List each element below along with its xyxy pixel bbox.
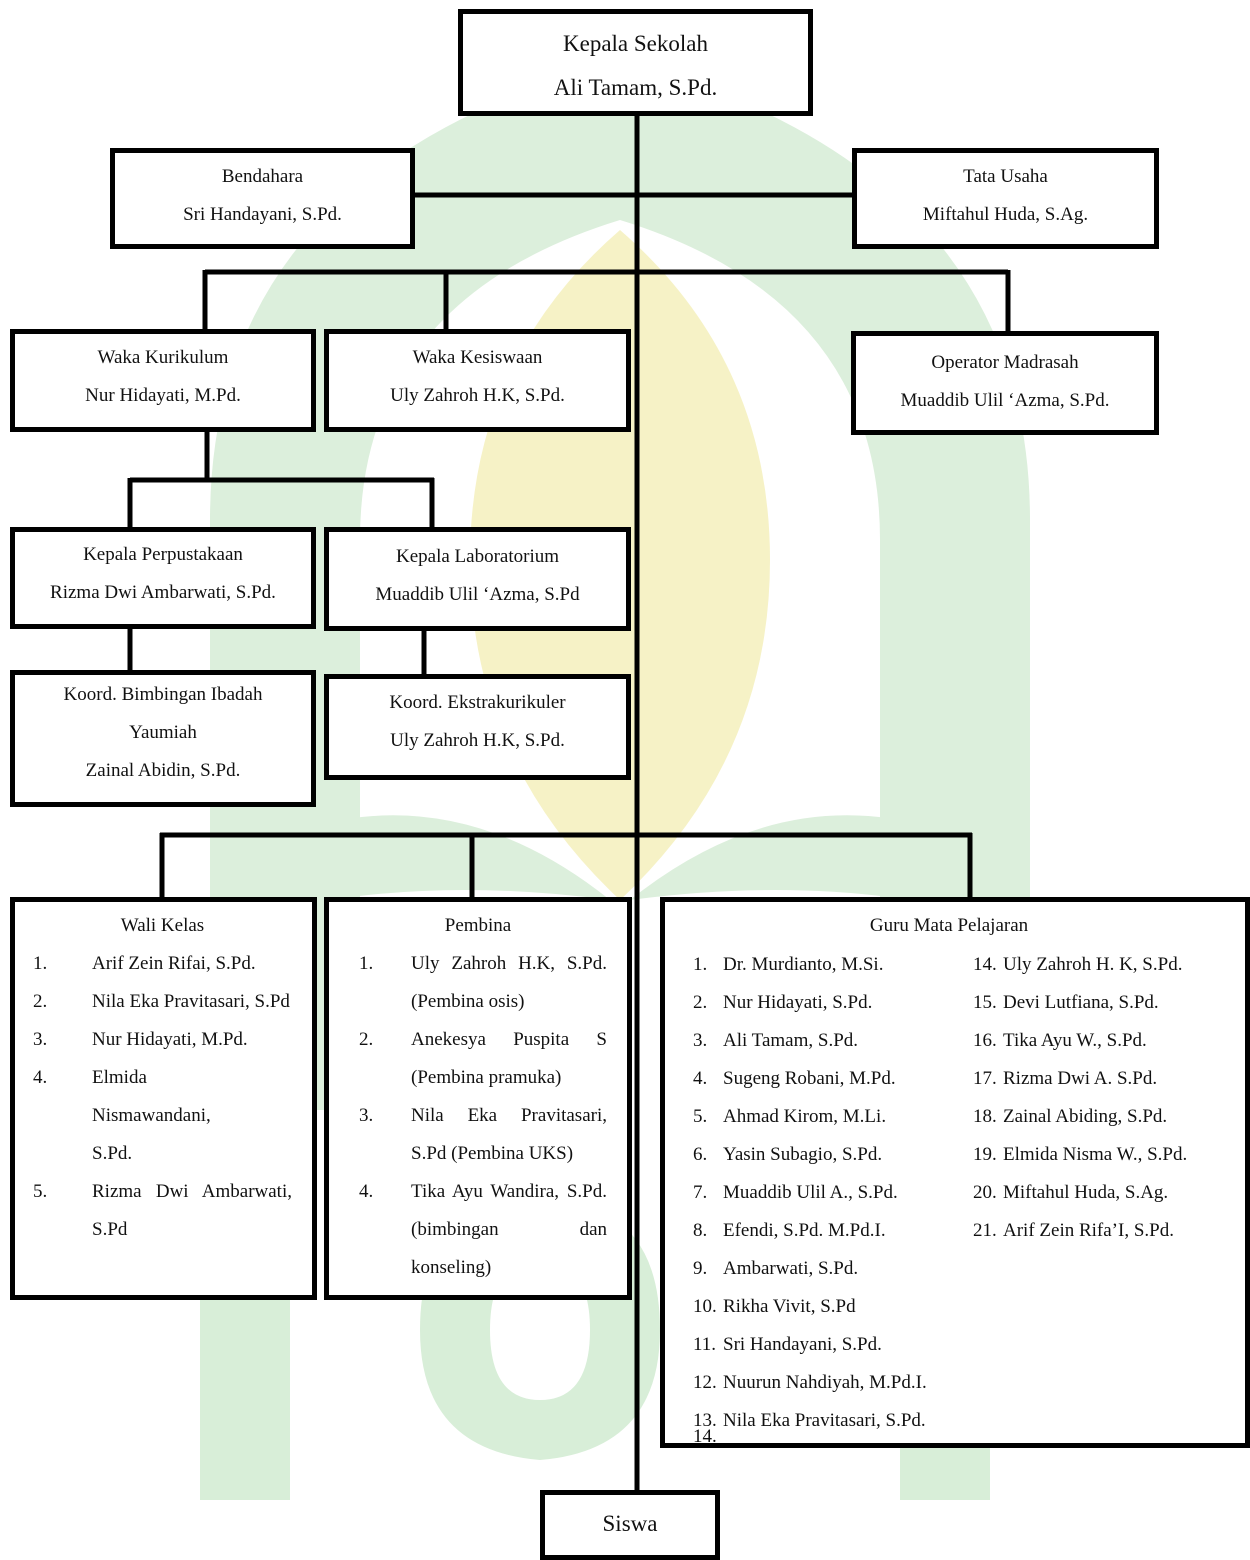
kepala-perpustakaan-box: Kepala Perpustakaan Rizma Dwi Ambarwati,… — [10, 527, 316, 629]
koord-ekstra-box: Koord. Ekstrakurikuler Uly Zahroh H.K, S… — [324, 674, 631, 780]
list-item: 3.Ali Tamam, S.Pd. — [693, 1030, 859, 1051]
waka-kurikulum-box: Waka Kurikulum Nur Hidayati, M.Pd. — [10, 329, 316, 432]
list-item: 2.Nila Eka Pravitasari, S.Pd — [33, 991, 290, 1012]
list-item: 17.Rizma Dwi A. S.Pd. — [973, 1068, 1158, 1089]
list-item: 9.Ambarwati, S.Pd. — [693, 1258, 859, 1279]
wali-kelas-box: Wali Kelas 1.Arif Zein Rifai, S.Pd. 2.Ni… — [10, 897, 317, 1300]
operator-madrasah-box: Operator Madrasah Muaddib Ulil ‘Azma, S.… — [851, 331, 1159, 435]
list-item: 19.Elmida Nisma W., S.Pd. — [973, 1144, 1188, 1165]
operator-name: Muaddib Ulil ‘Azma, S.Pd. — [900, 390, 1110, 411]
laboratorium-title: Kepala Laboratorium — [395, 546, 559, 567]
wali-kelas-list: 1.Arif Zein Rifai, S.Pd. 2.Nila Eka Prav… — [33, 945, 292, 1249]
kepala-title: Kepala Sekolah — [563, 31, 708, 56]
bendahara-name: Sri Handayani, S.Pd. — [183, 204, 342, 225]
list-item: 12.Nuurun Nahdiyah, M.Pd.I. — [693, 1372, 927, 1393]
pembina-box: Pembina 1.Uly Zahroh H.K, S.Pd. (Pembina… — [324, 897, 632, 1300]
bendahara-box: Bendahara Sri Handayani, S.Pd. — [110, 148, 415, 249]
list-item-cut: 14. — [693, 1426, 717, 1447]
kepala-sekolah-box: Kepala Sekolah Ali Tamam, S.Pd. — [458, 9, 813, 116]
watermark-bar-left — [200, 1300, 290, 1500]
koord-ibadah-box: Koord. Bimbingan Ibadah Yaumiah Zainal A… — [10, 670, 316, 807]
waka-kesiswaan-title: Waka Kesiswaan — [412, 347, 543, 368]
list-item: 3.Nur Hidayati, M.Pd. — [33, 1029, 248, 1050]
list-item: 6.Yasin Subagio, S.Pd. — [693, 1144, 883, 1165]
list-item: 16.Tika Ayu W., S.Pd. — [973, 1030, 1147, 1051]
laboratorium-name: Muaddib Ulil ‘Azma, S.Pd — [375, 584, 580, 605]
koord-ekstra-title: Koord. Ekstrakurikuler — [389, 692, 566, 713]
waka-kesiswaan-box: Waka Kesiswaan Uly Zahroh H.K, S.Pd. — [324, 329, 631, 432]
waka-kurikulum-name: Nur Hidayati, M.Pd. — [85, 385, 241, 406]
pembina-list: 1.Uly Zahroh H.K, S.Pd. (Pembina osis) 2… — [359, 945, 607, 1287]
list-item: 2.Nur Hidayati, S.Pd. — [693, 992, 873, 1013]
perpustakaan-name: Rizma Dwi Ambarwati, S.Pd. — [50, 582, 276, 603]
kepala-laboratorium-box: Kepala Laboratorium Muaddib Ulil ‘Azma, … — [324, 527, 631, 631]
list-item: 1.Uly Zahroh H.K, S.Pd. (Pembina osis) — [359, 953, 607, 1012]
kepala-name: Ali Tamam, S.Pd. — [553, 75, 718, 100]
list-item: 1.Arif Zein Rifai, S.Pd. — [33, 953, 256, 974]
list-item: 4.Tika Ayu Wandira, S.Pd. (bimbingan dan… — [359, 1181, 607, 1278]
bendahara-title: Bendahara — [221, 166, 304, 187]
koord-ibadah-title-2: Yaumiah — [129, 722, 197, 743]
guru-list-col2: 14.Uly Zahroh H. K, S.Pd. 15.Devi Lutfia… — [973, 946, 1233, 1250]
list-item: 3.Nila Eka Pravitasari, S.Pd (Pembina UK… — [359, 1105, 607, 1164]
list-item: 1.Dr. Murdianto, M.Si. — [693, 954, 884, 975]
tata-usaha-title: Tata Usaha — [963, 166, 1048, 187]
list-item: 13.Nila Eka Pravitasari, S.Pd. — [693, 1410, 926, 1431]
list-item: 10.Rikha Vivit, S.Pd — [693, 1296, 856, 1317]
list-item: 5.Ahmad Kirom, M.Li. — [693, 1106, 887, 1127]
list-item: 4.Sugeng Robani, M.Pd. — [693, 1068, 896, 1089]
waka-kesiswaan-name: Uly Zahroh H.K, S.Pd. — [390, 385, 565, 406]
guru-list-col1: 1.Dr. Murdianto, M.Si. 2.Nur Hidayati, S… — [693, 946, 973, 1454]
tata-usaha-name: Miftahul Huda, S.Ag. — [922, 204, 1089, 225]
list-item: 2.Anekesya Puspita S (Pembina pramuka) — [359, 1029, 607, 1088]
list-item: 7.Muaddib Ulil A., S.Pd. — [693, 1182, 898, 1203]
koord-ibadah-title-1: Koord. Bimbingan Ibadah — [63, 684, 263, 705]
koord-ibadah-name: Zainal Abidin, S.Pd. — [85, 760, 241, 781]
list-item: 21.Arif Zein Rifa’I, S.Pd. — [973, 1220, 1174, 1241]
list-item: 14.Uly Zahroh H. K, S.Pd. — [973, 954, 1183, 975]
waka-kurikulum-title: Waka Kurikulum — [97, 347, 229, 368]
list-item: 18.Zainal Abiding, S.Pd. — [973, 1106, 1168, 1127]
pembina-title: Pembina — [444, 915, 512, 936]
list-item: 4.Elmida Nismawandani, S.Pd. — [33, 1067, 211, 1164]
wali-kelas-title: Wali Kelas — [120, 915, 205, 936]
list-item: 5.Rizma Dwi Ambarwati, S.Pd — [33, 1181, 292, 1240]
list-item: 11.Sri Handayani, S.Pd. — [693, 1334, 882, 1355]
koord-ekstra-name: Uly Zahroh H.K, S.Pd. — [390, 730, 565, 751]
watermark-arch — [210, 60, 1030, 1110]
tata-usaha-box: Tata Usaha Miftahul Huda, S.Ag. — [852, 148, 1159, 249]
guru-mata-pelajaran-box: Guru Mata Pelajaran 1.Dr. Murdianto, M.S… — [660, 897, 1250, 1448]
siswa-box: Siswa — [540, 1490, 720, 1560]
list-item: 8.Efendi, S.Pd. M.Pd.I. — [693, 1220, 886, 1241]
perpustakaan-title: Kepala Perpustakaan — [83, 544, 243, 565]
list-item: 15.Devi Lutfiana, S.Pd. — [973, 992, 1159, 1013]
list-item: 20.Miftahul Huda, S.Ag. — [973, 1182, 1169, 1203]
guru-title: Guru Mata Pelajaran — [869, 915, 1029, 936]
siswa-title: Siswa — [602, 1511, 658, 1536]
operator-title: Operator Madrasah — [931, 352, 1079, 373]
